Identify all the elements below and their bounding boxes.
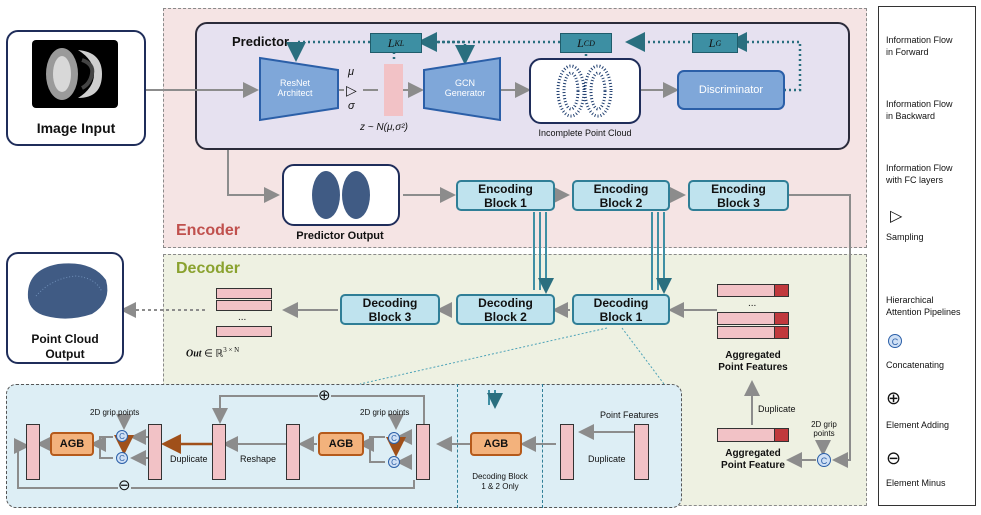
sigma-symbol: σ (348, 100, 355, 112)
output-formula-sup: 3 × N (223, 346, 240, 354)
aggregated-feature-tail (774, 428, 789, 442)
output-feature-row-2 (216, 300, 272, 311)
decoding-block-2: Decoding Block 2 (456, 294, 555, 325)
aggregated-feature-label: Aggregated Point Feature (721, 448, 785, 471)
image-input-label: Image Input (36, 120, 116, 136)
decoding-note: Decoding Block 1 & 2 Only (472, 472, 528, 491)
loss-kl-letter: L (387, 35, 395, 50)
legend-panel (878, 6, 976, 506)
legend-sampling-label: Sampling (886, 232, 924, 242)
encoder-title: Encoder (176, 222, 241, 239)
detail-feature-bar-d (212, 424, 226, 480)
detail-feature-bar-f (26, 424, 40, 480)
encoding-block-1: Encoding Block 1 (456, 180, 555, 211)
aggregated-row-1-tail (774, 284, 789, 297)
detail-feature-bar-c (286, 424, 300, 480)
aggregated-duplicate-label: Duplicate (758, 404, 796, 414)
loss-g-sub: G (715, 38, 722, 48)
detail-feature-bar-e (148, 424, 162, 480)
brain-pointcloud-icon (556, 64, 613, 118)
aggregated-row-2-tail (774, 312, 789, 325)
output-ellipsis: ... (238, 312, 247, 323)
output-formula: Out ∈ ℝ3 × N (186, 346, 239, 359)
detail-concat-icon-2: C (388, 456, 400, 468)
incomplete-pc-label: Incomplete Point Cloud (538, 128, 632, 138)
detail-grip-label-1: 2D grip points (360, 408, 410, 417)
mu-symbol: μ (348, 66, 355, 78)
predictor-title: Predictor (232, 34, 290, 49)
decoding-detail-optional-region (457, 384, 543, 508)
legend-minus-label: Element Minus (886, 478, 946, 488)
mri-slice-icon (46, 48, 102, 100)
resnet-trapezoid (259, 56, 339, 122)
decoder-title: Decoder (176, 260, 241, 277)
detail-duplicate-2-label: Duplicate (170, 454, 208, 464)
output-formula-rest: ∈ ℝ (204, 348, 224, 360)
detail-concat-icon-1: C (388, 432, 400, 444)
discriminator-box: Discriminator (677, 70, 785, 110)
encoding-block-2: Encoding Block 2 (572, 180, 670, 211)
legend-sampling-icon: ▷ (890, 208, 903, 225)
encoding-block-3: Encoding Block 3 (688, 180, 789, 211)
legend-backward-label: Information Flow in Backward (886, 99, 953, 121)
aggregated-features-label: Aggregated Point Features (718, 350, 788, 373)
decoding-block-1: Decoding Block 1 (572, 294, 670, 325)
latent-vector (384, 64, 403, 116)
legend-fc-label: Information Flow with FC layers (886, 163, 953, 185)
brain-output-pointcloud-icon (27, 263, 108, 319)
sampling-symbol: ▷ (346, 82, 357, 98)
point-cloud-output-label: Point Cloud Output (31, 332, 99, 361)
agb-block-1: AGB (470, 432, 522, 456)
detail-concat-icon-3: C (116, 430, 128, 442)
legend-concat-icon: C (888, 334, 902, 348)
resnet-label: ResNet Architect (277, 78, 313, 98)
legend-adding-icon: ⊕ (886, 388, 902, 408)
loss-cd-letter: L (577, 35, 584, 50)
legend-forward-label: Information Flow in Forward (886, 35, 953, 57)
detail-point-features-label: Point Features (600, 410, 659, 420)
predictor-output-box (282, 164, 400, 226)
legend-concat-label: Concatenating (886, 360, 945, 370)
output-formula-main: Out (186, 348, 202, 360)
detail-concat-icon-4: C (116, 452, 128, 464)
legend-hierarchical-label: Hierarchical Attention Pipelines (886, 295, 961, 317)
detail-point-feature-bar (634, 424, 649, 480)
brain-mri-image (32, 40, 118, 108)
aggregated-concat-icon: C (817, 453, 831, 467)
legend-minus-icon: ⊖ (886, 448, 902, 468)
agb-block-2: AGB (318, 432, 364, 456)
detail-feature-bar-b (416, 424, 430, 480)
aggregated-ellipsis: ... (748, 298, 757, 309)
detail-duplicate-1-label: Duplicate (588, 454, 626, 464)
detail-grip-label-2: 2D grip points (90, 408, 140, 417)
z-formula: z ~ N(μ,σ²) (360, 122, 408, 133)
aggregated-row-3-tail (774, 326, 789, 339)
loss-cd-sub: CD (583, 38, 595, 48)
predictor-output-pointcloud-icon (312, 171, 370, 219)
element-minus-icon: ⊖ (118, 477, 131, 494)
legend-adding-label: Element Adding (886, 420, 950, 430)
loss-g-letter: L (708, 35, 716, 50)
decoding-block-3: Decoding Block 3 (340, 294, 440, 325)
agb-block-3: AGB (50, 432, 94, 456)
gcn-trapezoid (423, 56, 501, 122)
output-feature-row-1 (216, 288, 272, 299)
element-adding-icon: ⊕ (318, 387, 331, 404)
predictor-output-label: Predictor Output (296, 230, 384, 242)
detail-feature-bar-a (560, 424, 574, 480)
loss-kl-sub: KL (394, 38, 405, 48)
output-feature-row-3 (216, 326, 272, 337)
detail-reshape-label: Reshape (240, 454, 277, 464)
aggregated-grip-label: 2D grip points (811, 420, 837, 438)
gcn-label: GCN Generator (444, 78, 486, 98)
